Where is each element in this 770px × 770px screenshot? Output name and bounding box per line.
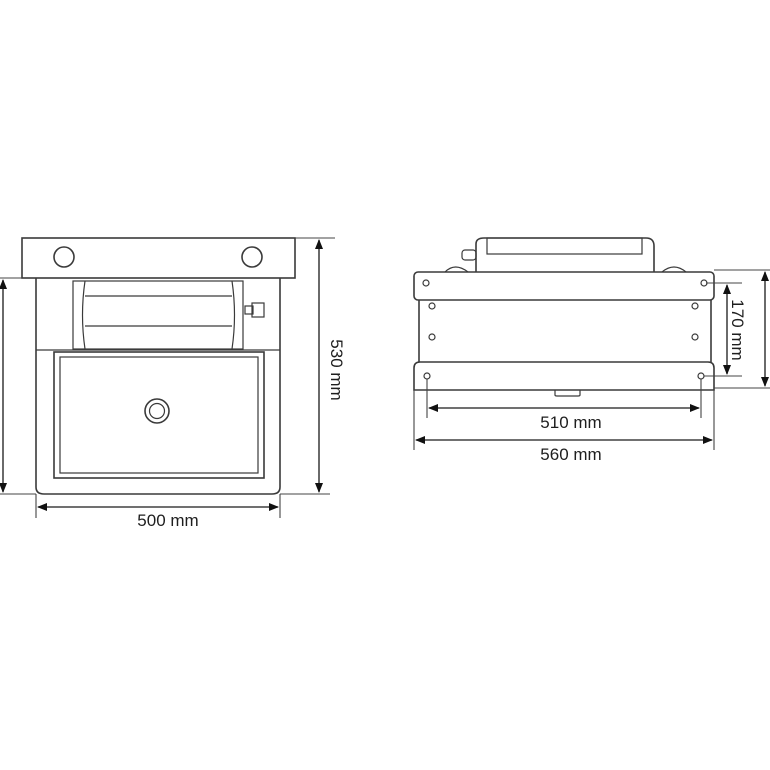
drain-inner [148, 402, 166, 420]
drum-housing [72, 280, 244, 350]
front-view: 170 mm 510 mm 560 mm [413, 237, 770, 464]
dimension-height-label: 170 mm [728, 299, 747, 360]
dimension-width-label-front: 560 mm [540, 445, 601, 464]
tap-hole-right [241, 246, 263, 268]
dimension-hole-spacing-label: 510 mm [540, 413, 601, 432]
basin-outer [53, 351, 265, 479]
knob [251, 302, 265, 318]
top-panel [21, 237, 296, 279]
dimension-width-label: 500 mm [137, 511, 198, 530]
drain-outer [144, 398, 170, 424]
top-view: 500 mm 530 mm [0, 237, 346, 530]
tap-hole-left [53, 246, 75, 268]
foot-left [444, 266, 469, 273]
dimension-depth-label: 530 mm [327, 339, 346, 400]
knob-stem [244, 305, 254, 315]
foot-right [661, 266, 687, 273]
drain-tab [554, 390, 581, 397]
basin-inner [59, 356, 259, 474]
sink-body [35, 278, 281, 495]
control-knob [461, 249, 477, 261]
control-display [486, 237, 643, 255]
bottom-rail [413, 361, 715, 391]
top-rail [413, 271, 715, 301]
control-box [475, 237, 655, 272]
